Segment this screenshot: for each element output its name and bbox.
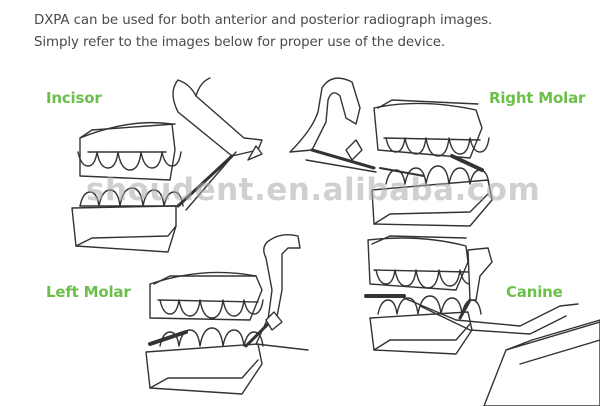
intro-text: DXPA can be used for both anterior and p… bbox=[34, 10, 594, 54]
panel-label-left-molar: Left Molar bbox=[46, 283, 131, 301]
canine-model bbox=[364, 235, 482, 355]
panel-label-canine: Canine bbox=[506, 283, 563, 301]
incisor-holder bbox=[172, 77, 263, 211]
left-molar-holder bbox=[244, 233, 309, 351]
canine-holder bbox=[403, 247, 600, 406]
intro-line-1: DXPA can be used for both anterior and p… bbox=[34, 13, 493, 28]
incisor-model bbox=[71, 121, 184, 253]
left-molar-model bbox=[145, 271, 264, 395]
panel-label-right-molar: Right Molar bbox=[489, 89, 586, 107]
right-molar-model bbox=[371, 99, 493, 227]
watermark: shoudent.en.alibaba.com bbox=[86, 172, 541, 208]
panel-label-incisor: Incisor bbox=[46, 89, 102, 107]
right-molar-holder bbox=[289, 77, 425, 177]
intro-line-2: Simply refer to the images below for pro… bbox=[34, 35, 446, 50]
